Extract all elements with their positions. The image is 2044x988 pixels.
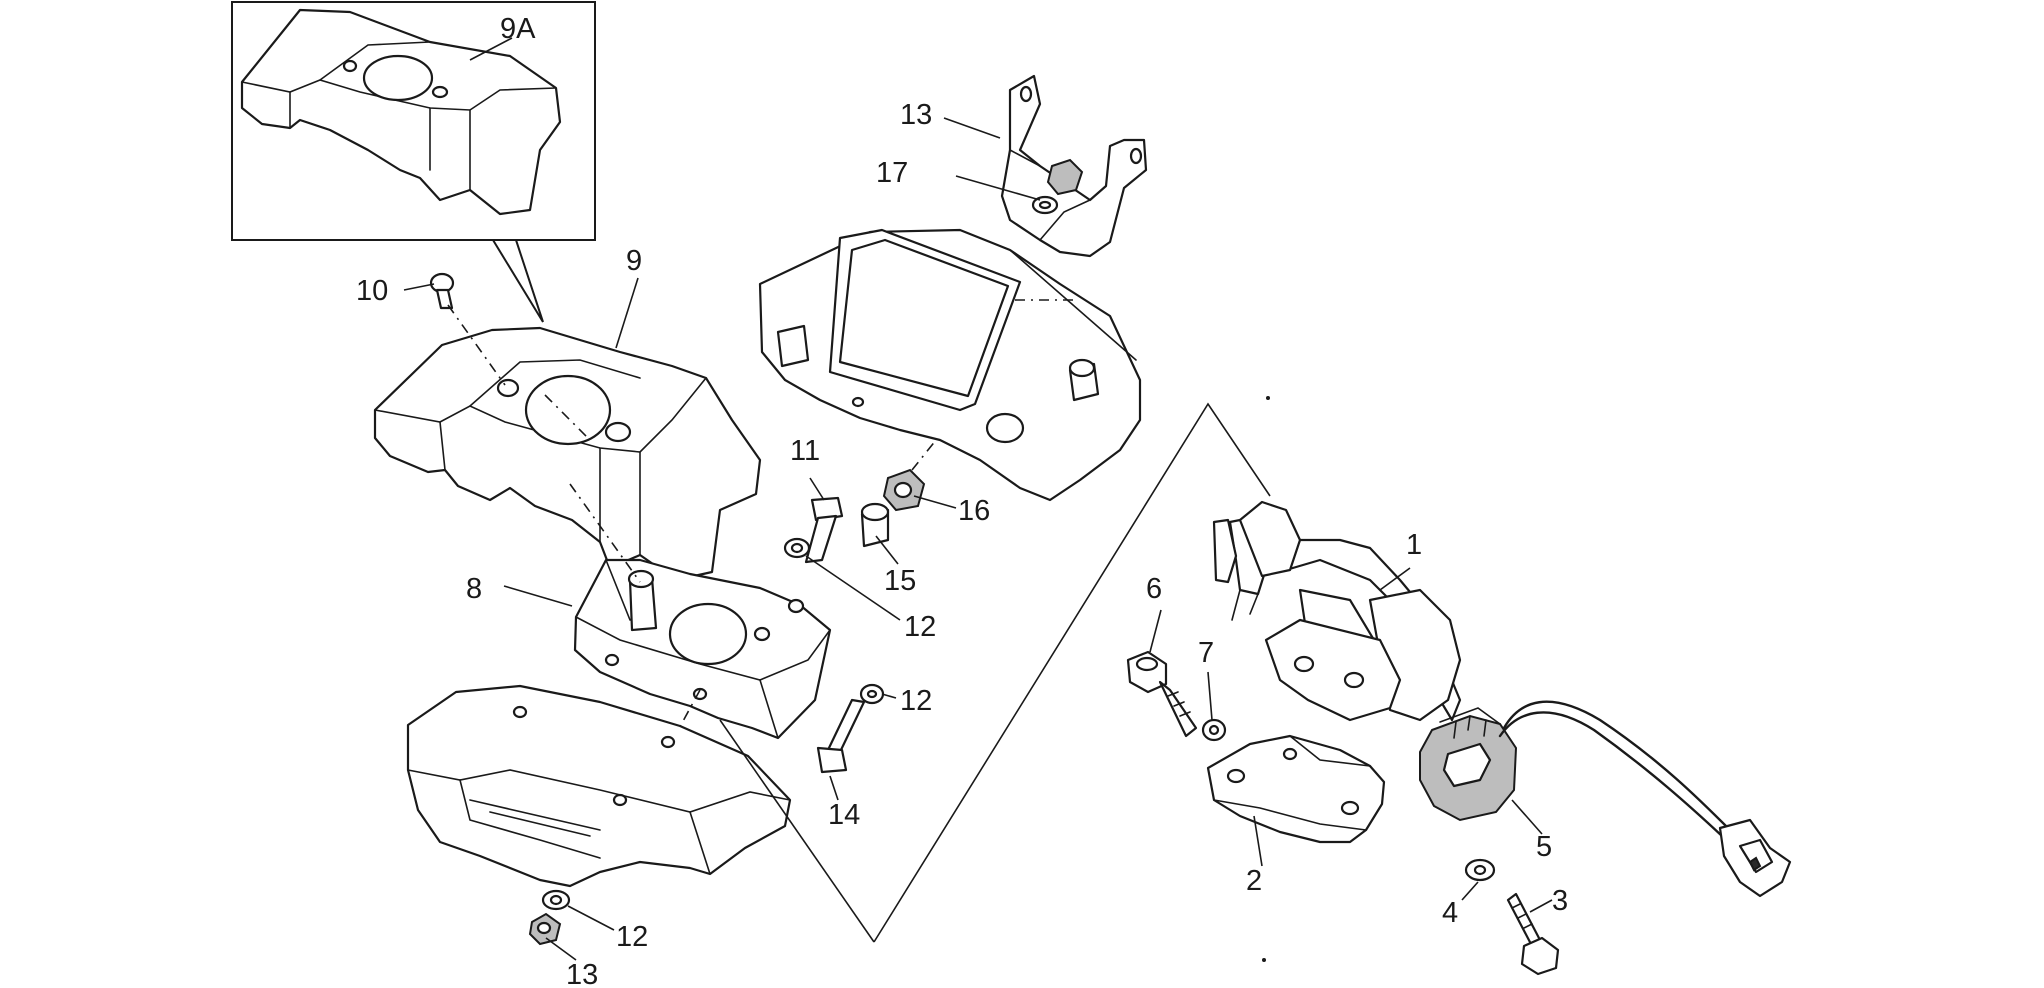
triangle-leader-lines — [719, 402, 1271, 943]
part-2-mounting-plate — [1206, 734, 1386, 844]
part-bottom-cover — [406, 684, 792, 888]
callout-1: 1 — [1406, 529, 1422, 561]
callout-10: 10 — [356, 275, 388, 307]
part-12-washer-lower — [541, 889, 571, 911]
callout-leader-lines — [403, 37, 1553, 961]
callout-7: 7 — [1198, 637, 1214, 669]
part-13-nut-lower — [528, 912, 562, 946]
callout-4: 4 — [1442, 897, 1458, 929]
part-1-ignition-switch — [1212, 500, 1462, 722]
part-14-bolt — [816, 683, 885, 774]
part-6-bolt — [1126, 650, 1198, 738]
part-11-bolt — [783, 496, 844, 564]
callout-12-lower: 12 — [616, 921, 648, 953]
callout-9a: 9A — [500, 13, 536, 45]
part-3-bolt — [1506, 892, 1560, 976]
callout-labels: 9A 10 9 13 17 11 16 15 8 12 12 14 12 13 … — [356, 13, 1568, 988]
callout-12-middle: 12 — [900, 685, 932, 717]
part-9-top-cover — [373, 326, 762, 582]
callout-9: 9 — [626, 245, 642, 277]
callout-5: 5 — [1536, 831, 1552, 863]
part-9a-cover-detail — [240, 8, 562, 216]
callout-12-upper: 12 — [904, 611, 936, 643]
callout-13-lower: 13 — [566, 959, 598, 988]
part-17-nut — [1031, 158, 1084, 215]
part-10-screw — [429, 272, 506, 386]
callout-2: 2 — [1246, 865, 1262, 897]
callout-14: 14 — [828, 799, 860, 831]
part-16-nut — [882, 434, 941, 512]
callout-16: 16 — [958, 495, 990, 527]
callout-3: 3 — [1552, 885, 1568, 917]
part-5-switch-body — [1419, 700, 1792, 898]
callout-8: 8 — [466, 573, 482, 605]
part-15-spacer — [860, 502, 890, 548]
scan-specks — [1262, 396, 1270, 962]
part-8-bracket — [569, 483, 832, 801]
callout-11: 11 — [790, 435, 820, 467]
callout-17: 17 — [876, 157, 908, 189]
inset-frame-9a — [231, 1, 596, 323]
callout-6: 6 — [1146, 573, 1162, 605]
callout-15: 15 — [884, 565, 916, 597]
part-4-washer — [1464, 858, 1496, 882]
part-instrument-housing — [758, 228, 1142, 502]
callout-13-top: 13 — [900, 99, 932, 131]
part-7-washer — [1201, 718, 1227, 742]
